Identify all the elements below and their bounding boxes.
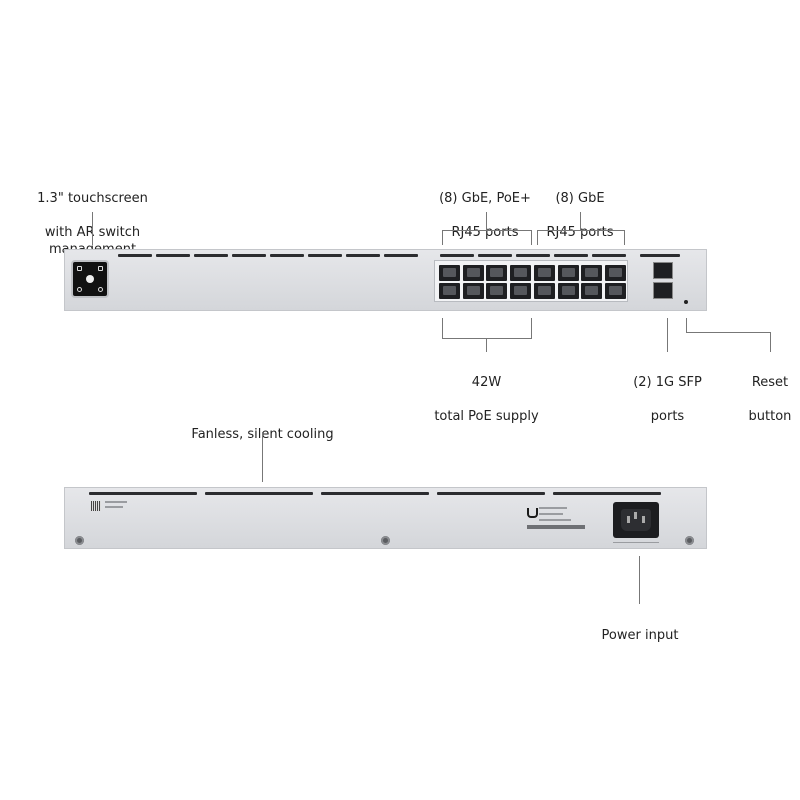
poe-supply-bracket-right: [531, 318, 532, 338]
vent-slot: [232, 254, 266, 257]
sfp-port-icon[interactable]: [653, 262, 673, 279]
ubiquiti-logo: [527, 508, 538, 518]
rj45-port-icon[interactable]: [509, 283, 531, 299]
reset-callout-down: [770, 332, 771, 352]
vent-slot: [308, 254, 342, 257]
vent-slot: [640, 254, 680, 257]
sticker-text: [105, 501, 127, 503]
cooling-callout-line: [262, 432, 263, 482]
gbe-ports-bracket: [537, 230, 625, 231]
power-pin: [642, 516, 645, 523]
gbe-ports-bracket-stem: [580, 212, 581, 230]
sticker-text: [105, 506, 123, 508]
poe-ports-callout: (8) GbE, PoE+ RJ45 ports: [439, 191, 531, 240]
poe-supply-bracket-left: [442, 318, 443, 338]
rj45-port-icon[interactable]: [462, 265, 484, 281]
poe-ports-bracket-left: [442, 230, 443, 245]
power-callout-line: [639, 556, 640, 604]
rj45-port-icon[interactable]: [534, 265, 555, 281]
rj45-port-icon[interactable]: [604, 283, 626, 299]
power-pin: [627, 516, 630, 523]
rj45-port-icon[interactable]: [557, 265, 579, 281]
rj45-port-icon[interactable]: [557, 283, 579, 299]
poe-ports-bracket: [442, 230, 532, 231]
touchscreen-icon[interactable]: [73, 262, 107, 296]
vent-slot: [384, 254, 418, 257]
vent-slot: [440, 254, 474, 257]
rj45-port-icon[interactable]: [486, 283, 507, 299]
rj45-port-block: [434, 260, 628, 302]
rj45-port-icon[interactable]: [581, 265, 602, 281]
vent-slot: [194, 254, 228, 257]
poe-ports-bracket-stem: [486, 212, 487, 230]
vent-slot: [270, 254, 304, 257]
gbe-ports-bracket-right: [624, 230, 625, 245]
rj45-port-icon[interactable]: [462, 283, 484, 299]
settings-icon: [98, 287, 103, 292]
power-icon: [77, 287, 82, 292]
poe-supply-callout: 42W total PoE supply: [434, 375, 539, 424]
vent-slot: [346, 254, 380, 257]
reset-callout-vertical: [686, 318, 687, 332]
gbe-ports-bracket-left: [537, 230, 538, 245]
sfp-port-icon[interactable]: [653, 282, 673, 299]
vent-slot: [553, 492, 661, 495]
rj45-port-icon[interactable]: [604, 265, 626, 281]
poe-ports-bracket-right: [531, 230, 532, 245]
vent-slot: [89, 492, 197, 495]
screw: [685, 536, 694, 545]
sfp-callout-line: [667, 318, 668, 352]
vent-slot: [592, 254, 626, 257]
rj45-port-icon[interactable]: [534, 283, 555, 299]
screw: [75, 536, 84, 545]
reset-button[interactable]: [684, 300, 688, 304]
reset-callout: Reset button: [748, 375, 792, 424]
cooling-callout: Fanless, silent cooling: [191, 427, 334, 442]
power-socket-inner: [621, 509, 651, 531]
vent-slot: [478, 254, 512, 257]
touchscreen-callout-line: [92, 212, 93, 245]
vent-slot: [437, 492, 545, 495]
rj45-port-icon[interactable]: [439, 283, 460, 299]
vent-slot: [554, 254, 588, 257]
regulatory-text: [539, 519, 571, 521]
sfp-port-block: [651, 260, 675, 302]
gbe-ports-callout: (8) GbE RJ45 ports: [546, 191, 614, 240]
rj45-port-icon[interactable]: [509, 265, 531, 281]
switch-rear-panel: [64, 487, 707, 549]
vent-slot: [205, 492, 313, 495]
vent-slot: [516, 254, 550, 257]
sfp-ports-callout: (2) 1G SFP ports: [633, 375, 702, 424]
poe-supply-bracket-stem: [486, 338, 487, 352]
regulatory-text: [539, 513, 563, 515]
qr-code-sticker: [91, 501, 101, 511]
regulatory-text: [539, 507, 567, 509]
rj45-port-icon[interactable]: [439, 265, 460, 281]
power-rating-text: [613, 542, 659, 543]
reset-callout-horizontal: [686, 332, 771, 333]
certification-marks: [527, 525, 585, 529]
power-callout: Power input: [601, 628, 679, 643]
power-pin: [634, 512, 637, 519]
rj45-port-icon[interactable]: [581, 283, 602, 299]
vent-slot: [118, 254, 152, 257]
nav-wheel-icon: [86, 275, 94, 283]
menu-icon: [98, 266, 103, 271]
screw: [381, 536, 390, 545]
poe-supply-bracket: [442, 338, 532, 339]
switch-front-panel: [64, 249, 707, 311]
vent-slot: [156, 254, 190, 257]
back-icon: [77, 266, 82, 271]
power-socket-icon[interactable]: [613, 502, 659, 538]
rj45-port-icon[interactable]: [486, 265, 507, 281]
vent-slot: [321, 492, 429, 495]
